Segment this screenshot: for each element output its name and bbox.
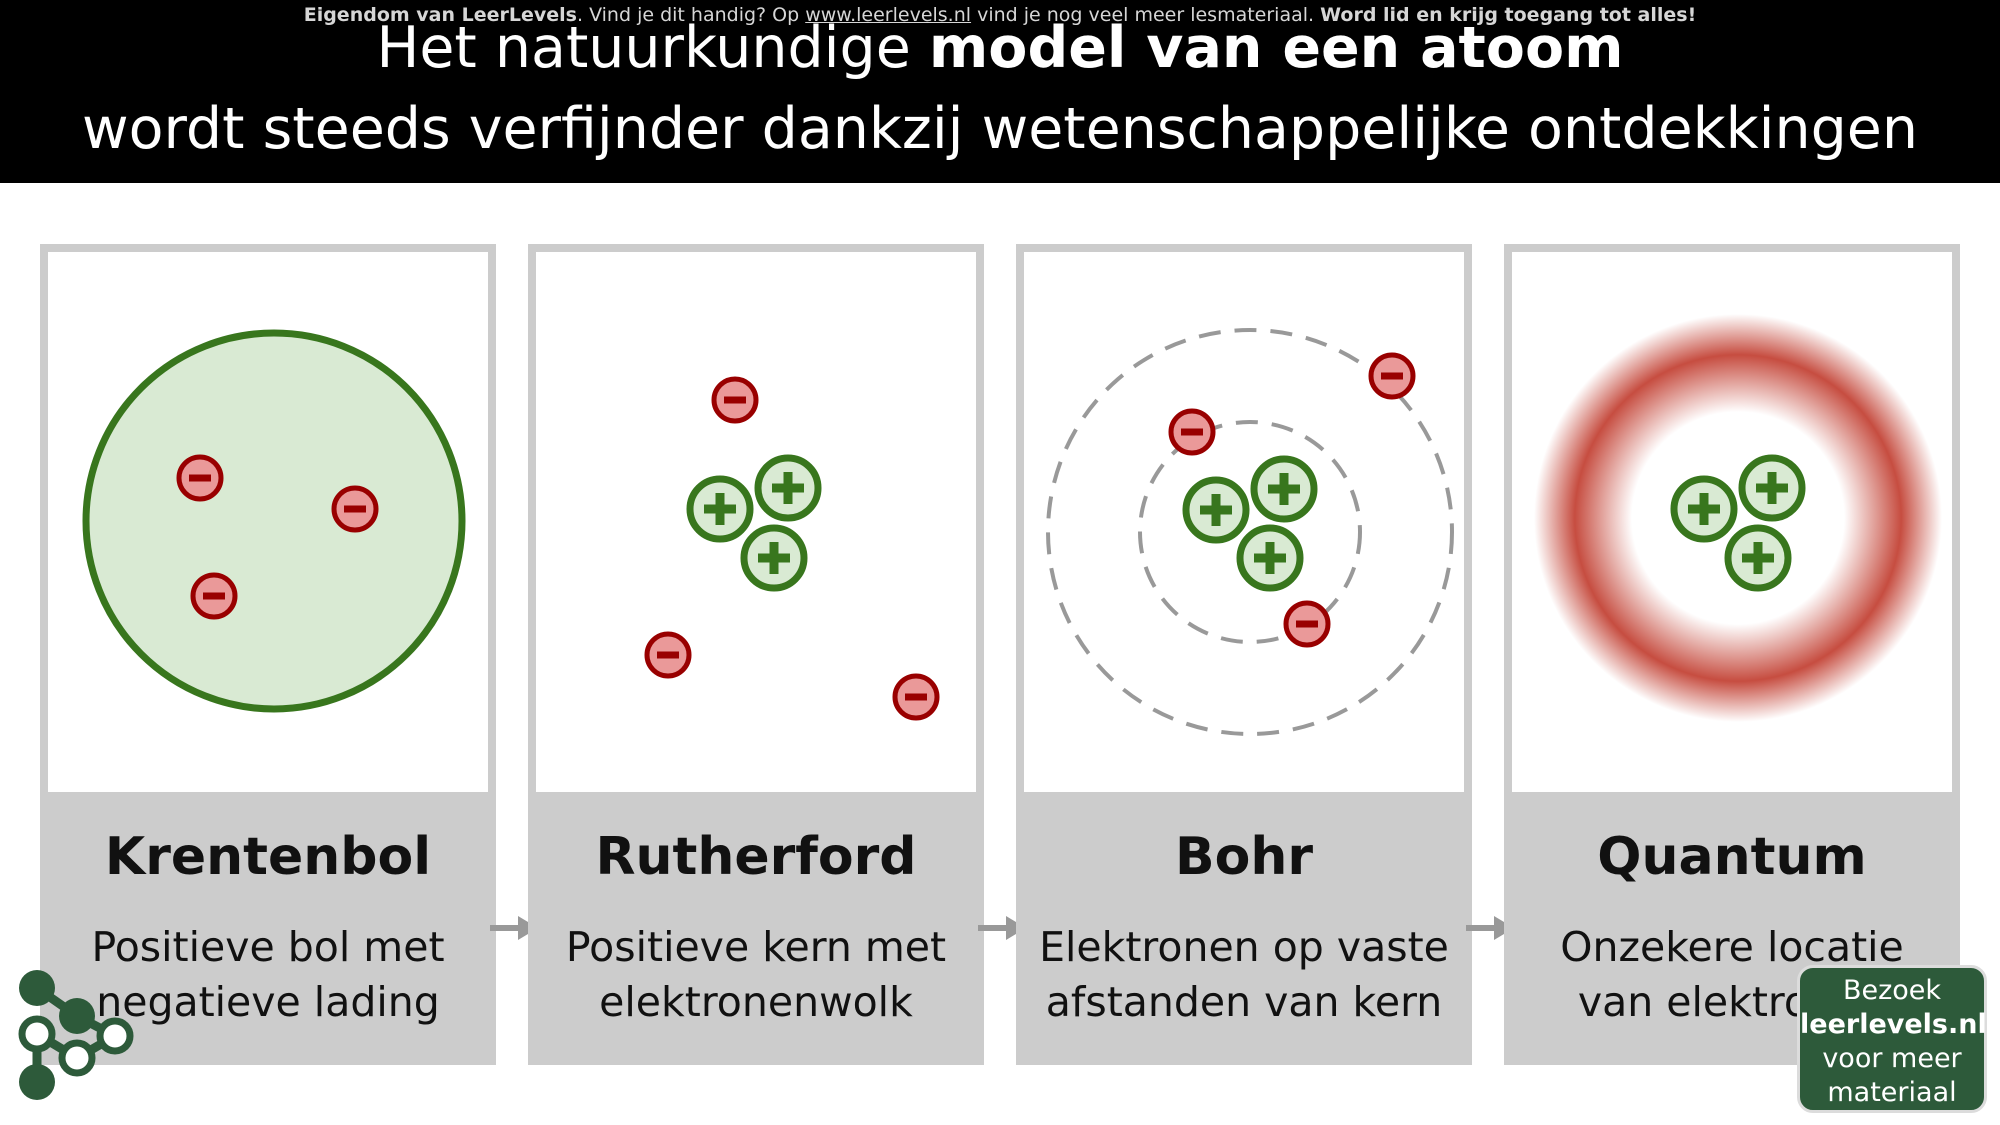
electron-cloud-icon <box>1534 314 1942 722</box>
badge-line: Bezoek <box>1842 975 1942 1006</box>
proton-icon <box>690 479 750 539</box>
positive-sphere-icon <box>82 329 466 713</box>
model-description: Positieve kern met elektronenwolk <box>528 920 984 1030</box>
panel-bohr: Bohr Elektronen op vaste afstanden van k… <box>1016 244 1472 1065</box>
model-name: Rutherford <box>595 827 917 887</box>
model-description: Onzekere locatie van elektronen <box>1504 920 1960 1030</box>
proton-icon <box>1674 479 1734 539</box>
model-description: Elektronen op vaste afstanden van kern <box>1016 920 1472 1030</box>
model-description-line: negatieve lading <box>96 978 440 1026</box>
page-title-plain: Het natuurkundige <box>376 15 929 81</box>
visit-leerlevels-badge[interactable]: Bezoek leerlevels.nl voor meer materiaal <box>1797 965 1987 1113</box>
panel-illustration <box>48 252 488 792</box>
rutherford-diagram <box>536 252 976 792</box>
panel-quantum: Quantum Onzekere locatie van elektronen <box>1504 244 1960 1065</box>
orbit-ring-icon <box>1138 420 1362 644</box>
page-title-bold: model van een atoom <box>928 15 1624 81</box>
badge-url: leerlevels.nl <box>1800 1009 1987 1040</box>
proton-icon <box>1240 528 1300 588</box>
electron-icon <box>1171 411 1213 453</box>
watermark-notice: Eigendom van LeerLevels. Vind je dit han… <box>0 3 2000 27</box>
proton-icon <box>1742 458 1802 518</box>
proton-icon <box>1728 528 1788 588</box>
panel-rutherford: Rutherford Positieve kern met elektronen… <box>528 244 984 1065</box>
leerlevels-logo-icon <box>18 970 134 1100</box>
badge-line: materiaal <box>1827 1077 1957 1108</box>
model-description-line: Elektronen op vaste <box>1039 923 1449 971</box>
watermark-sentence-1: . Vind je dit handig? Op <box>576 4 806 26</box>
watermark-sentence-2: vind je nog veel meer lesmateriaal. <box>971 4 1321 26</box>
orbit-ring-icon <box>1046 328 1454 736</box>
electron-icon <box>179 457 221 499</box>
krentenbol-diagram <box>82 329 466 713</box>
model-name: Krentenbol <box>104 827 432 887</box>
model-description-line: Positieve bol met <box>91 923 445 971</box>
model-description-line: Onzekere locatie <box>1560 923 1904 971</box>
bohr-diagram <box>1046 328 1454 736</box>
panel-illustration <box>1512 252 1952 792</box>
model-description-line: afstanden van kern <box>1045 978 1443 1026</box>
quantum-diagram <box>1534 314 1942 722</box>
electron-icon <box>193 575 235 617</box>
page-title: Het natuurkundige model van een atoom <box>0 12 2000 84</box>
panel-illustration <box>536 252 976 792</box>
panel-krentenbol: Krentenbol Positieve bol met negatieve l… <box>40 244 496 1065</box>
electron-icon <box>895 676 937 718</box>
proton-icon <box>758 458 818 518</box>
proton-icon <box>744 528 804 588</box>
model-description-line: elektronenwolk <box>599 978 913 1026</box>
electron-icon <box>1371 355 1413 397</box>
header-banner: Eigendom van LeerLevels. Vind je dit han… <box>0 0 2000 183</box>
proton-icon <box>1254 459 1314 519</box>
electron-icon <box>334 488 376 530</box>
model-name: Bohr <box>1174 827 1314 887</box>
watermark-cta: Word lid en krijg toegang tot alles! <box>1320 4 1697 26</box>
electron-icon <box>647 634 689 676</box>
page-subtitle: wordt steeds verfijnder dankzij wetensch… <box>82 96 1918 162</box>
electron-icon <box>714 379 756 421</box>
model-name: Quantum <box>1597 827 1867 887</box>
model-description: Positieve bol met negatieve lading <box>40 920 496 1030</box>
model-description-line: Positieve kern met <box>565 923 947 971</box>
proton-icon <box>1186 480 1246 540</box>
watermark-link[interactable]: www.leerlevels.nl <box>805 4 972 26</box>
electron-icon <box>1286 603 1328 645</box>
panel-illustration <box>1024 252 1464 792</box>
badge-line: voor meer <box>1822 1043 1962 1074</box>
watermark-owner: Eigendom van LeerLevels <box>303 4 577 26</box>
